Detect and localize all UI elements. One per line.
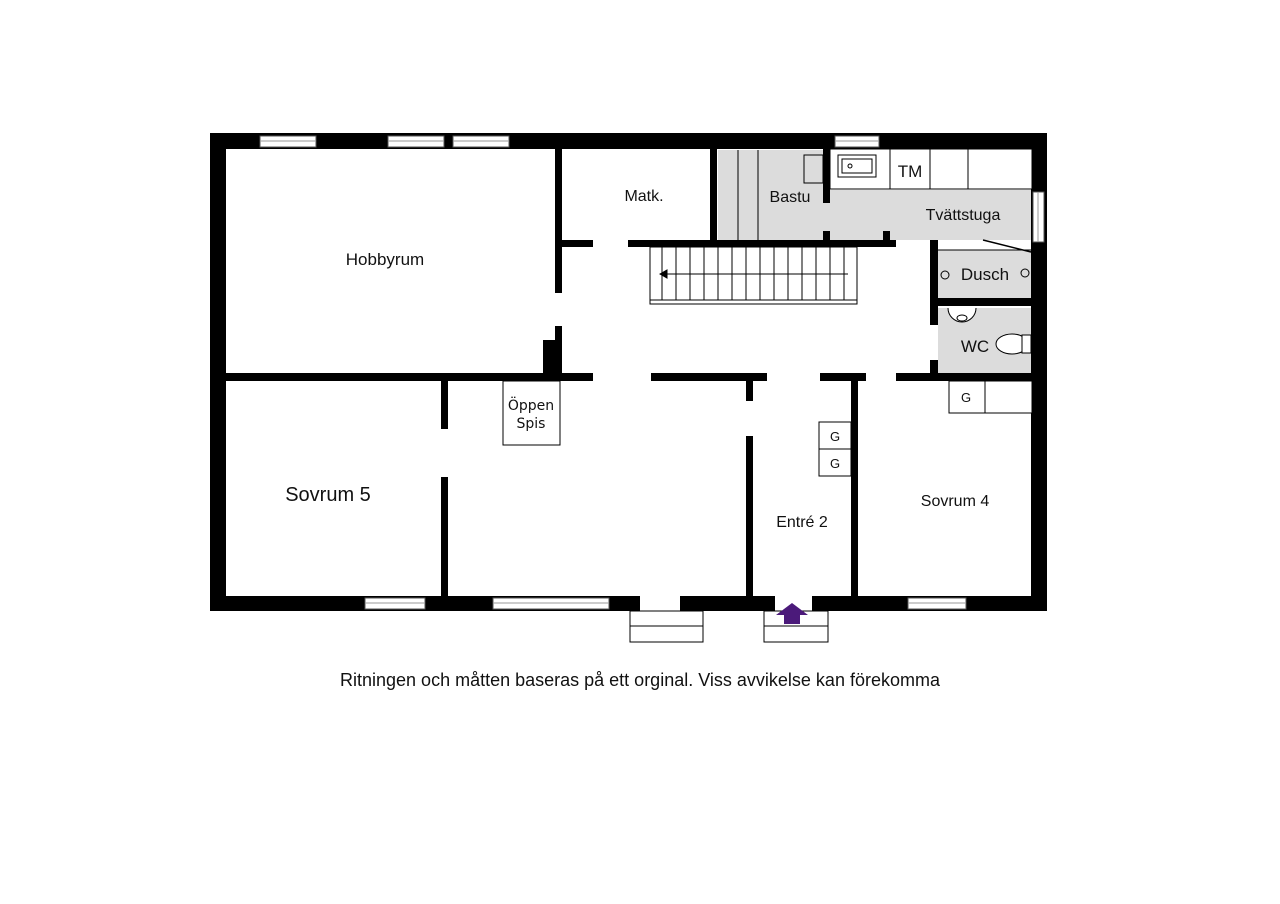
room-label-tvattstuga: Tvättstuga [926,207,1001,224]
tvattstuga-floor [830,190,1032,240]
dusch-floor [938,250,1032,300]
room-label-entre2: Entré 2 [776,514,828,531]
bastu-floor [718,150,830,240]
room-label-spis: Spis [517,416,546,432]
room-labels: Hobbyrum Matk. Bastu TM Tvättstuga Dusch… [285,162,1009,531]
room-label-tm: TM [898,162,923,181]
room-label-oppen: Öppen [508,396,554,414]
disclaimer-caption: Ritningen och måtten baseras på ett orgi… [340,670,940,690]
wall-top [210,133,1046,149]
room-label-dusch: Dusch [961,265,1009,284]
room-label-matk: Matk. [624,188,663,205]
interior-walls [226,149,1032,597]
wardrobe-label: G [961,390,971,405]
wall-left [210,133,226,611]
entrance-arrow-icon [776,603,808,624]
fireplace [502,380,561,446]
staircase [649,246,858,305]
room-label-sovrum5: Sovrum 5 [285,484,371,506]
wall-right [1031,133,1047,611]
room-label-wc: WC [961,337,989,356]
room-label-bastu: Bastu [770,189,811,206]
windows [259,135,1045,610]
wardrobe-label: G [830,429,840,444]
room-label-sovrum4: Sovrum 4 [921,493,990,510]
room-label-hobbyrum: Hobbyrum [346,250,424,269]
laundry-sink [837,154,877,178]
stair-direction-icon [658,269,668,279]
wardrobe [948,380,1033,414]
sauna-stove [803,154,824,184]
wall-bottom-mid [680,596,775,611]
wet-room-areas [718,150,1032,375]
wardrobe-label: G [830,456,840,471]
